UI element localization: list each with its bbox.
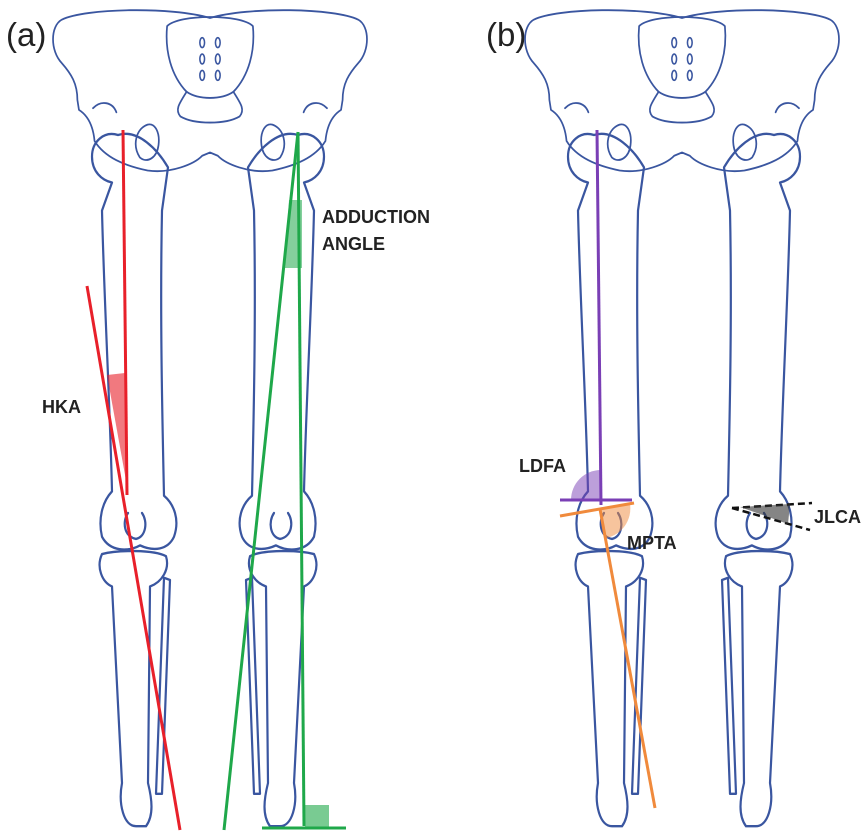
mpta-angle: MPTA	[560, 503, 677, 808]
ldfa-angle: LDFA	[519, 130, 632, 505]
hka-label: HKA	[42, 397, 81, 417]
pelvis-b	[525, 10, 839, 171]
ldfa-angle-wedge	[571, 470, 601, 500]
jlca-angle: JLCA	[732, 503, 861, 530]
adduction-label-line1: ADDUCTION	[322, 207, 430, 227]
mpta-label: MPTA	[627, 533, 677, 553]
panel-a: (a) HKA ADDUCTION ANGLE	[6, 10, 430, 830]
panel-b: (b) LDFA MPTA JLCA	[486, 10, 861, 826]
right-angle-marker	[305, 805, 329, 827]
mpta-tibia-axis	[600, 509, 655, 808]
ldfa-label: LDFA	[519, 456, 566, 476]
right-leg-a	[240, 134, 324, 826]
adduction-angle-wedge	[285, 200, 302, 268]
adduction-label-line2: ANGLE	[322, 234, 385, 254]
pelvis-a	[53, 10, 367, 171]
ldfa-femur-axis	[597, 130, 601, 505]
panel-label-a: (a)	[6, 16, 46, 53]
left-leg-a	[92, 134, 176, 826]
jlca-label: JLCA	[814, 507, 861, 527]
panel-label-b: (b)	[486, 16, 526, 53]
right-leg-b	[716, 134, 800, 826]
